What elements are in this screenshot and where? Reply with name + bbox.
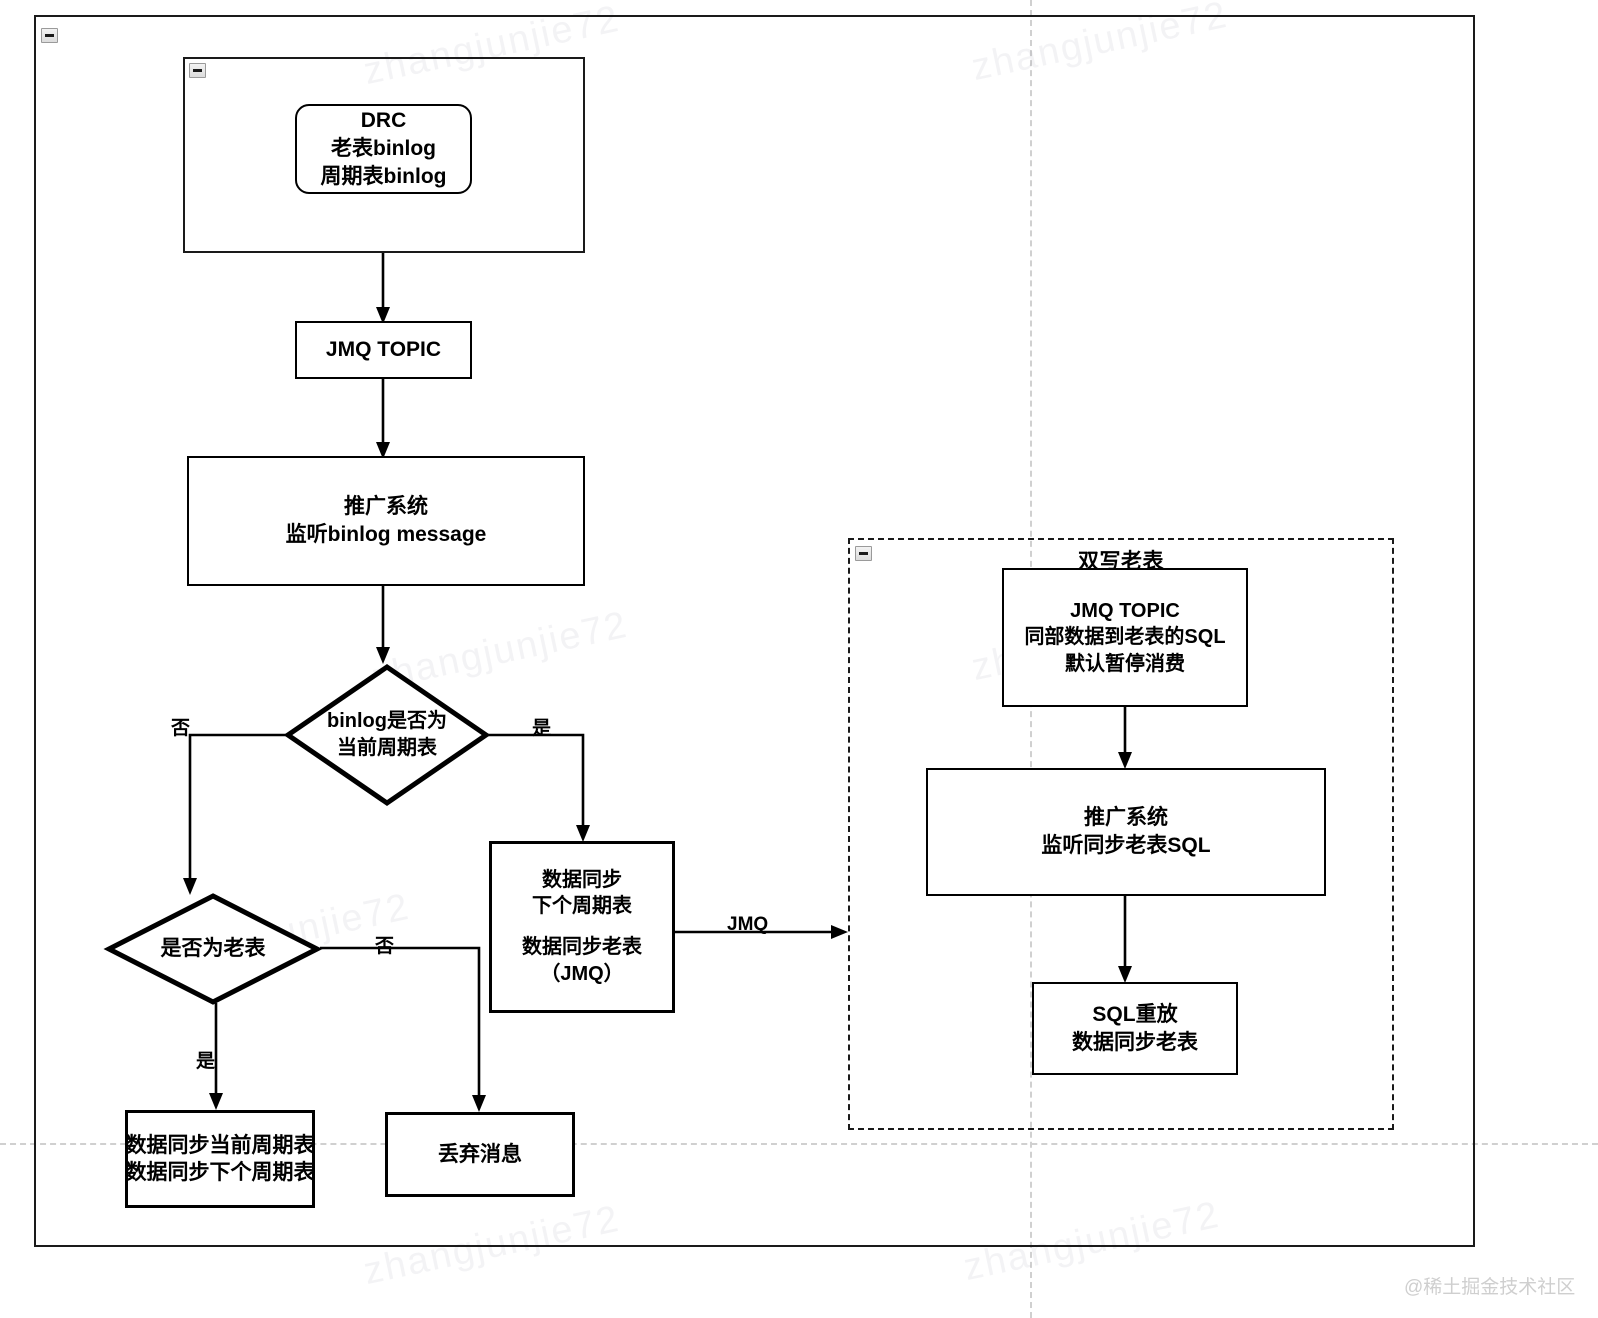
node-promo-system-left[interactable]: 推广系统 监听binlog message xyxy=(187,456,585,586)
node-drc-line-2: 老表binlog xyxy=(331,137,436,161)
edge-label-jmq: JMQ xyxy=(727,914,769,935)
node-sync-next-cycle[interactable]: 数据同步 下个周期表 数据同步老表 （JMQ） xyxy=(489,841,675,1013)
node-sync-next-cycle-line-2: 下个周期表 xyxy=(532,895,632,918)
guide-horizontal xyxy=(0,1143,1598,1145)
collapse-icon[interactable] xyxy=(189,63,206,78)
node-promo-system-left-line-2: 监听binlog message xyxy=(285,523,487,546)
dual-write-group-title: 双写老表 xyxy=(1078,550,1164,573)
node-drc[interactable]: DRC 老表binlog 周期表binlog xyxy=(295,104,472,194)
collapse-icon[interactable] xyxy=(41,28,58,43)
node-sync-next-cycle-line-3: 数据同步老表 xyxy=(522,936,642,958)
node-sql-replay-line-2: 数据同步老表 xyxy=(1072,1030,1198,1054)
node-promo-system-left-line-1: 推广系统 xyxy=(344,495,428,519)
collapse-icon[interactable] xyxy=(855,546,872,561)
source-group-frame xyxy=(183,57,585,253)
dual-write-group-frame xyxy=(848,538,1394,1130)
node-jmq-topic-right-line-2: 同部数据到老表的SQL xyxy=(1024,626,1226,649)
node-jmq-topic-right-line-1: JMQ TOPIC xyxy=(1070,599,1180,622)
node-discard-message-line-1: 丢弃消息 xyxy=(438,1142,522,1166)
node-jmq-topic-right[interactable]: JMQ TOPIC 同部数据到老表的SQL 默认暂停消费 xyxy=(1002,568,1248,707)
node-jmq-topic-left[interactable]: JMQ TOPIC xyxy=(295,321,472,379)
edge-label-old-table-yes: 是 xyxy=(196,1051,216,1072)
node-drc-line-1: DRC xyxy=(360,109,407,133)
node-promo-system-right-line-2: 监听同步老表SQL xyxy=(1041,834,1211,857)
node-promo-system-right[interactable]: 推广系统 监听同步老表SQL xyxy=(926,768,1326,896)
edge-label-binlog-yes: 是 xyxy=(532,718,552,739)
node-sync-current-cycle-text: 数据同步当前周期表 数据同步下个周期表 xyxy=(125,1133,315,1184)
outer-frame xyxy=(34,15,1475,1247)
node-sync-next-cycle-line-4: （JMQ） xyxy=(540,962,624,985)
edge-label-binlog-no: 否 xyxy=(171,718,191,739)
node-discard-message[interactable]: 丢弃消息 xyxy=(385,1112,575,1197)
node-sync-current-cycle[interactable]: 数据同步当前周期表 数据同步下个周期表 xyxy=(125,1110,315,1208)
node-sql-replay[interactable]: SQL重放 数据同步老表 xyxy=(1032,982,1238,1075)
node-promo-system-right-line-1: 推广系统 xyxy=(1084,806,1168,830)
decision-binlog-is-current-cycle[interactable]: binlog是否为 当前周期表 xyxy=(283,663,491,807)
node-jmq-topic-left-line-1: JMQ TOPIC xyxy=(325,338,442,362)
decision-is-old-table[interactable]: 是否为老表 xyxy=(103,893,323,1005)
edge-label-old-table-no: 否 xyxy=(375,936,395,957)
node-sql-replay-line-1: SQL重放 xyxy=(1092,1002,1178,1026)
node-sync-next-cycle-line-1: 数据同步 xyxy=(542,868,622,891)
credit-watermark: @稀土掘金技术社区 xyxy=(1404,1277,1576,1298)
node-jmq-topic-right-line-3: 默认暂停消费 xyxy=(1065,652,1185,675)
node-drc-line-3: 周期表binlog xyxy=(320,164,447,188)
